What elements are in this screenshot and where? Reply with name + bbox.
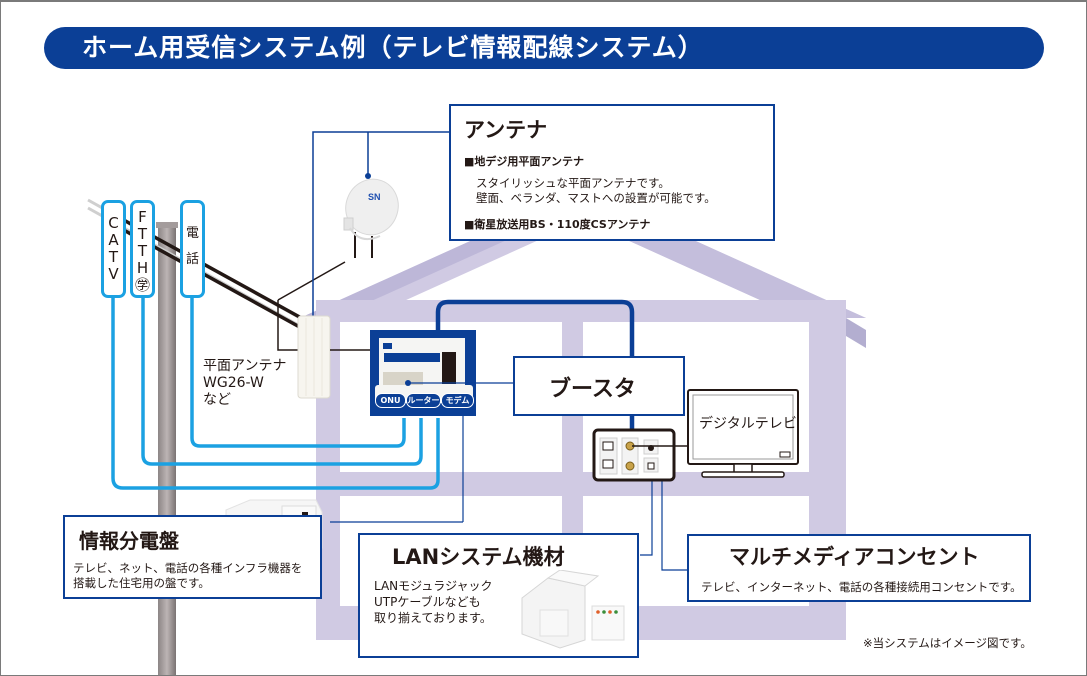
multimedia-outlet-info-box: マルチメディアコンセント テレビ、インターネット、電話の各種接続用コンセントです… [687,534,1031,602]
booster-label: ブースタ [549,377,636,402]
tv-label: デジタルテレビ [699,416,797,432]
phone-char: 話 [185,252,199,267]
multimedia-outlet-title: マルチメディアコンセント [729,545,980,569]
onu-pill: ONU [375,393,406,408]
distribution-board-title: 情報分電盤 [79,529,179,553]
flat-antenna-model: WG26-W [203,375,264,391]
terrestrial-antenna-desc-1: スタイリッシュな平面アンテナです。 [476,176,670,190]
ftth-char: T [137,242,148,260]
catv-char: A [108,231,119,249]
ftth-char: H [136,259,149,277]
ftth-char: T [137,225,148,243]
antenna-info-box: アンテナ ■地デジ用平面アンテナ スタイリッシュな平面アンテナです。 壁面、ベラ… [449,104,775,241]
distribution-board-desc-1: テレビ、ネット、電話の各種インフラ機器を [73,561,303,575]
ftth-char: F [138,208,147,226]
catv-char: V [108,265,119,283]
ftth-char: ㊫ [134,276,150,294]
catv-label: C A T V [101,200,126,298]
lan-jack-image [521,570,625,649]
lan-system-title: LANシステム機材 [392,545,565,569]
cyan-wiring [111,296,440,490]
ftth-label: F T T H ㊫ [130,200,155,298]
lan-system-desc-1: LANモジュラジャック [374,579,493,593]
catv-char: C [108,214,119,232]
title-bar [44,27,1044,69]
multimedia-outlet-desc: テレビ、インターネット、電話の各種接続用コンセントです。 [701,580,1022,594]
terrestrial-antenna-heading: ■地デジ用平面アンテナ [464,155,584,168]
flat-antenna-caption-line: 平面アンテナ [203,358,287,374]
page-title: ホーム用受信システム例（テレビ情報配線システム） [82,33,704,62]
satellite-dish: SN [343,178,399,258]
phone-label: 電 話 [180,200,205,298]
flat-antenna-caption: 平面アンテナ WG26-W など [203,358,286,409]
terrestrial-antenna-desc-2: 壁面、ベランダ、マストへの設置が可能です。 [476,191,716,205]
distribution-board-desc-2: 搭載した住宅用の盤です。 [73,576,210,590]
booster-label-box: ブースタ [513,356,685,416]
flat-antenna-caption-line: など [203,392,231,408]
modem-pill: モデム [441,393,474,408]
lan-system-desc-3: 取り揃えております。 [374,611,492,625]
distribution-board-info-box: 情報分電盤 テレビ、ネット、電話の各種インフラ機器を 搭載した住宅用の盤です。 [63,515,322,599]
router-pill: ルーター [406,393,441,408]
satellite-antenna-heading: ■衛星放送用BS・110度CSアンテナ [464,218,651,231]
antenna-box-title: アンテナ [464,118,548,142]
catv-char: T [108,248,119,266]
multimedia-outlet [592,428,676,482]
lan-system-desc-2: UTPケーブルなども [374,595,481,609]
dish-logo: SN [368,192,381,202]
phone-char: 電 [185,226,199,241]
navy-wiring [330,299,690,571]
digital-tv [687,389,799,478]
flat-antenna-device [297,315,331,399]
utility-pole [156,222,178,675]
footnote: ※当システムはイメージ図です。 [863,636,1032,650]
